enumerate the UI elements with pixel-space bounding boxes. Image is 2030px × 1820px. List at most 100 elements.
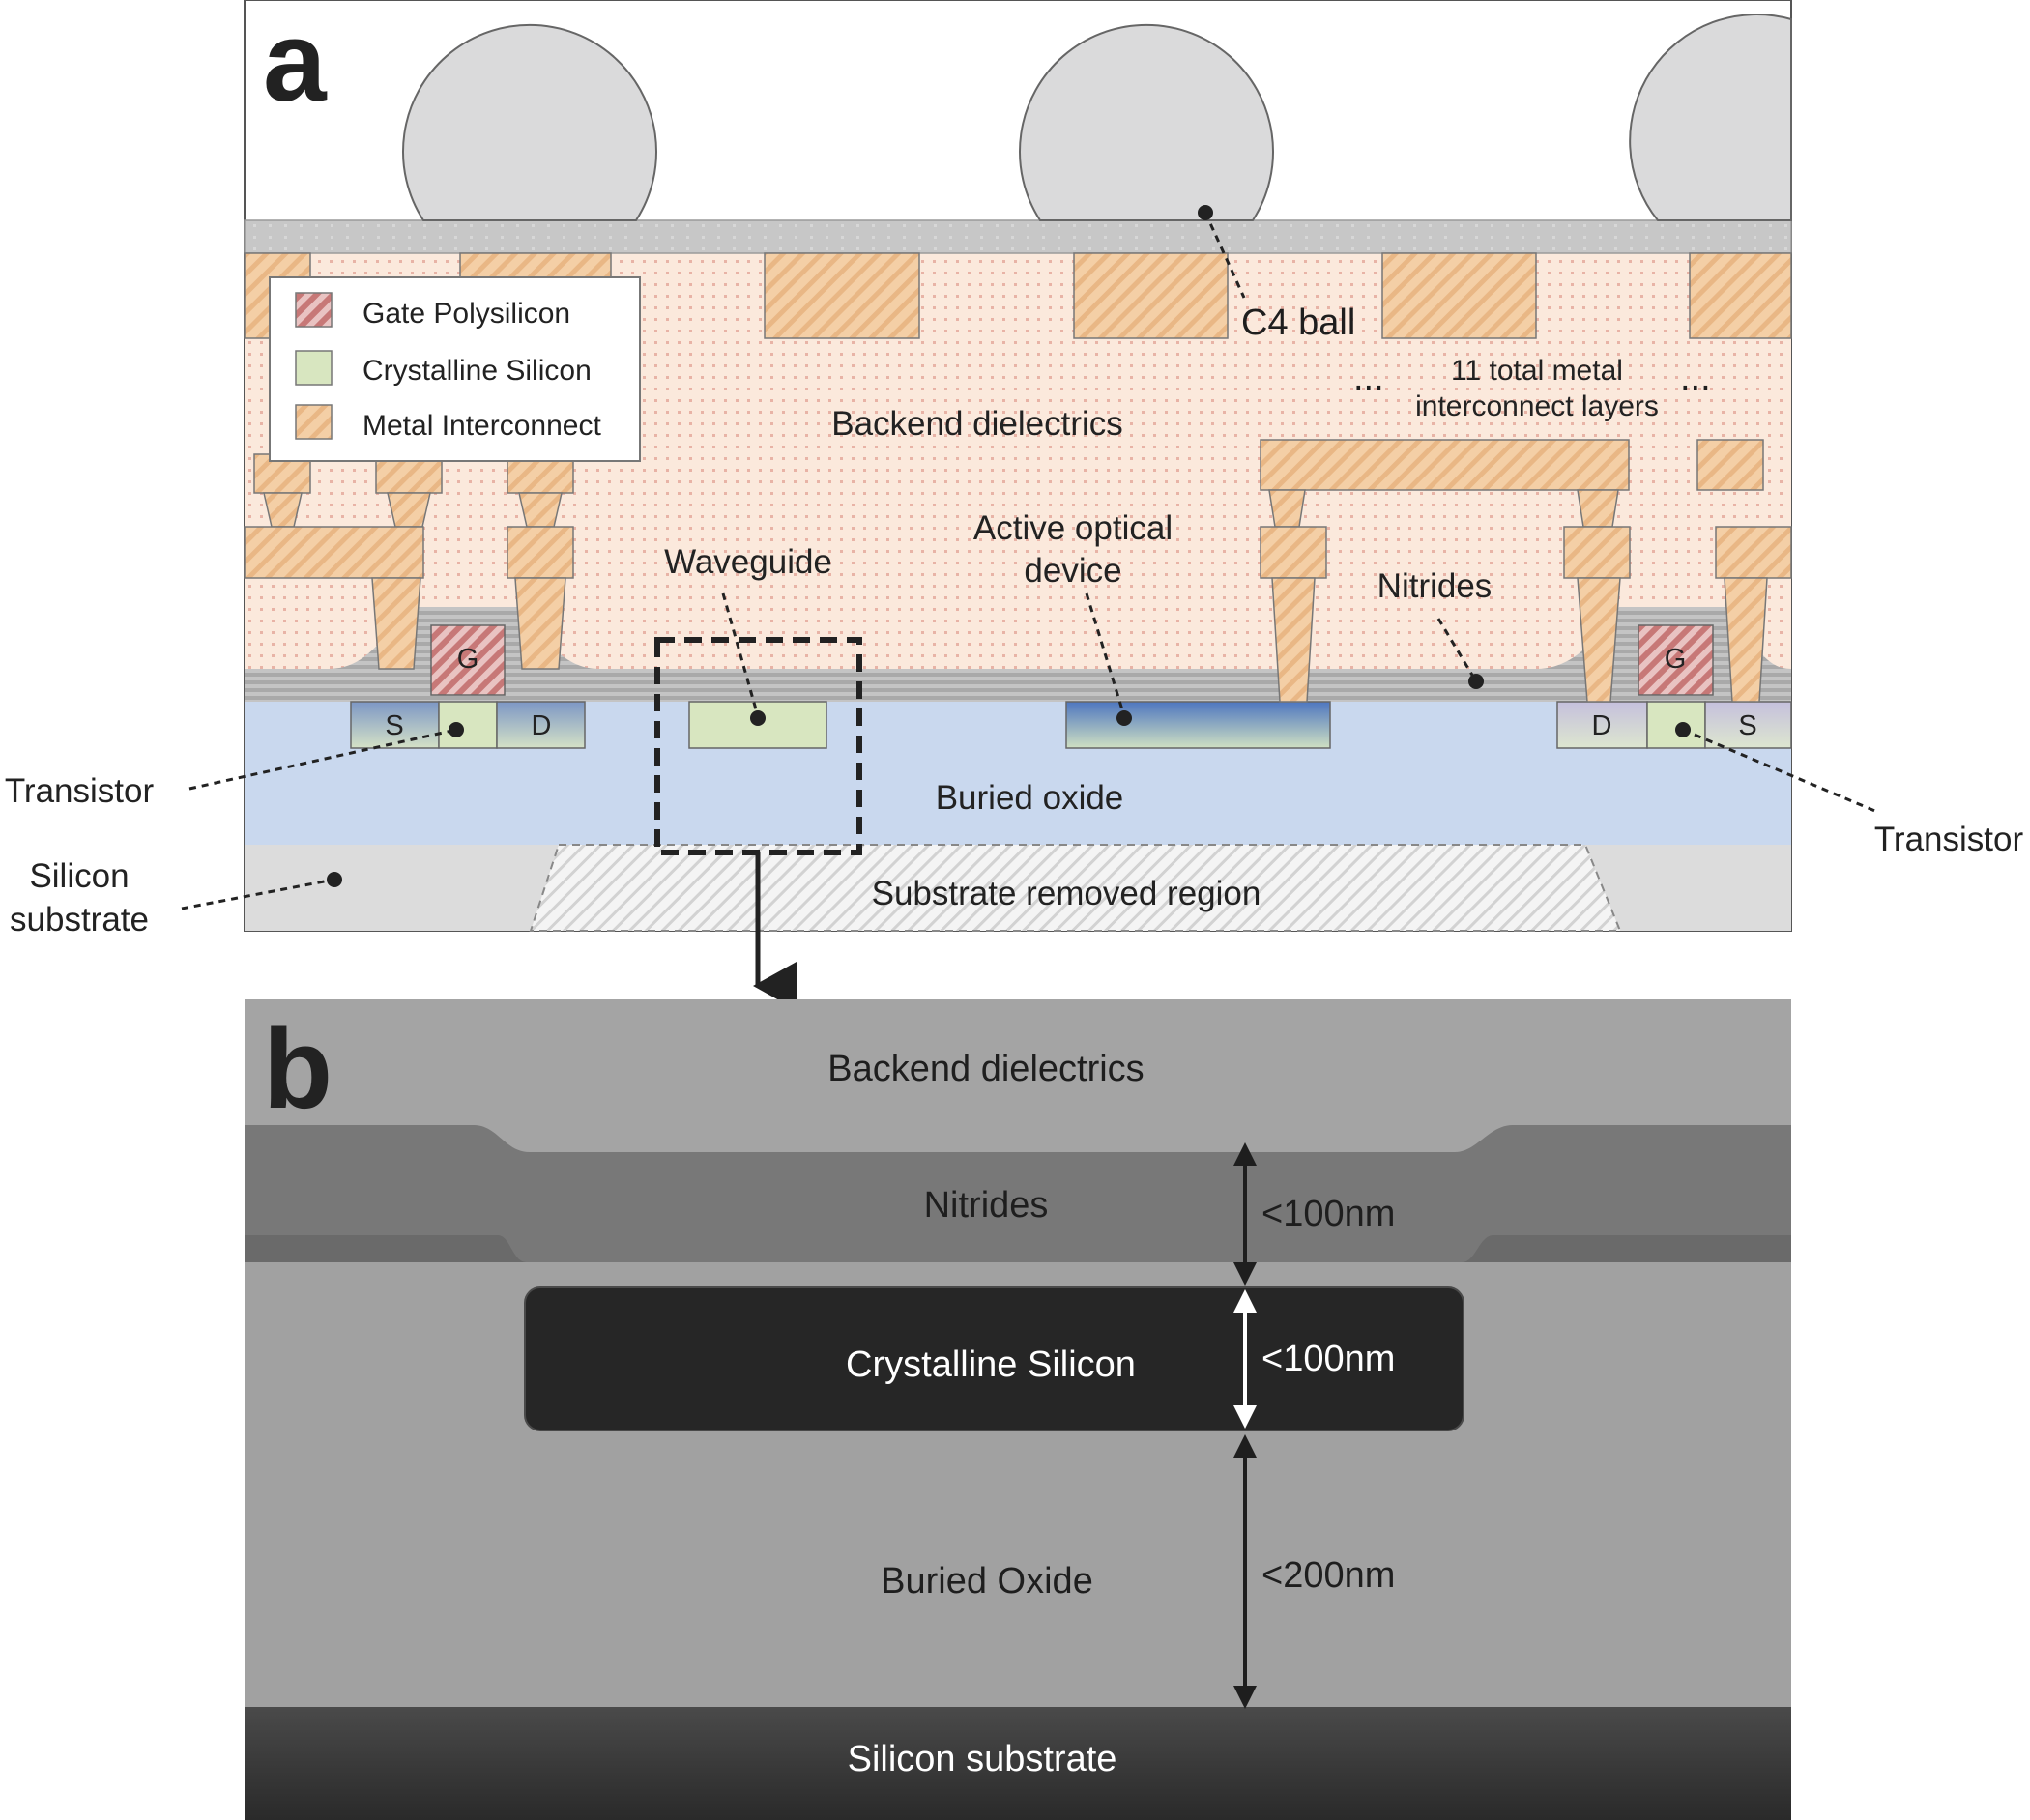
c4-ball bbox=[1629, 14, 1792, 221]
arrowhead bbox=[1233, 1262, 1257, 1286]
panel-a-letter: a bbox=[263, 0, 328, 126]
c4-ball-label: C4 ball bbox=[1241, 303, 1355, 343]
source-letter-left: S bbox=[385, 710, 403, 741]
metal-via bbox=[1577, 489, 1619, 528]
nitride-dimension-label: <100nm bbox=[1262, 1194, 1395, 1234]
metal-line bbox=[1260, 439, 1630, 491]
nitride-layer bbox=[245, 607, 1791, 702]
tem-buried-oxide-label: Buried Oxide bbox=[881, 1561, 1093, 1602]
panel-b-letter: b bbox=[263, 1005, 333, 1133]
tem-crystalline-silicon-label: Crystalline Silicon bbox=[846, 1344, 1136, 1385]
gate-letter-right: G bbox=[1665, 644, 1687, 675]
gate-letter-left: G bbox=[457, 644, 479, 675]
transistor-right-gate bbox=[1638, 624, 1714, 696]
transistor-right-label: Transistor bbox=[1874, 821, 2024, 858]
transistor-right-channel bbox=[1646, 701, 1706, 749]
silicon-substrate-label-line1: Silicon bbox=[29, 857, 129, 895]
leader-dot bbox=[1198, 205, 1213, 220]
arrowhead bbox=[1233, 1686, 1257, 1709]
buried-oxide-label: Buried oxide bbox=[936, 779, 1124, 817]
source-letter-right: S bbox=[1738, 710, 1756, 741]
csi-dimension-label: <100nm bbox=[1262, 1339, 1395, 1379]
leader-silicon-substrate bbox=[181, 878, 335, 910]
leader-active-optical bbox=[1085, 592, 1126, 717]
substrate-removed-label: Substrate removed region bbox=[872, 875, 1262, 912]
transistor-right-source bbox=[1704, 701, 1792, 749]
metal-via bbox=[514, 577, 566, 670]
leader-dot bbox=[1468, 674, 1484, 689]
metal-line bbox=[1563, 526, 1631, 579]
legend-metal-label: Metal Interconnect bbox=[362, 410, 601, 442]
box-dimension-label: <200nm bbox=[1262, 1555, 1395, 1596]
waveguide-label: Waveguide bbox=[664, 543, 832, 581]
tem-crystalline-silicon bbox=[524, 1286, 1464, 1431]
active-optical-label-line2: device bbox=[1024, 552, 1121, 590]
tem-nitride-layer bbox=[245, 1125, 1791, 1262]
metal-via bbox=[387, 492, 431, 528]
crystalline-silicon-swatch bbox=[295, 350, 333, 386]
panel-b: b Backend dielectrics Nitrides Crystalli… bbox=[245, 999, 1791, 1820]
leader-transistor-right bbox=[1682, 728, 1878, 814]
leader-transistor-left bbox=[188, 728, 457, 791]
metal-via bbox=[1577, 577, 1621, 703]
legend: Gate Polysilicon Crystalline Silicon Met… bbox=[269, 276, 641, 462]
metal-via bbox=[1271, 577, 1316, 703]
panel-a: Gate Polysilicon Crystalline Silicon Met… bbox=[5, 0, 2024, 1010]
silicon-substrate-label-line2: substrate bbox=[10, 901, 149, 939]
metal-layers-label-line2: interconnect layers bbox=[1415, 390, 1659, 422]
transistor-right-drain bbox=[1556, 701, 1648, 749]
metal-via bbox=[1724, 577, 1768, 703]
tem-backend-dielectrics-label: Backend dielectrics bbox=[827, 1049, 1144, 1089]
c4-ball bbox=[1019, 23, 1274, 221]
tem-silicon-substrate bbox=[245, 1707, 1791, 1820]
leader-dot bbox=[750, 710, 766, 726]
tem-nitrides-label: Nitrides bbox=[924, 1185, 1049, 1226]
dimension-arrows bbox=[1233, 1142, 1257, 1709]
arrowhead bbox=[1233, 1289, 1257, 1313]
metal-via bbox=[518, 492, 563, 528]
top-passivation-layer bbox=[244, 219, 1792, 254]
tem-silicon-substrate-label: Silicon substrate bbox=[848, 1739, 1117, 1779]
nitrides-label: Nitrides bbox=[1378, 567, 1493, 605]
arrowhead bbox=[1233, 1405, 1257, 1429]
active-optical-label-line1: Active optical bbox=[973, 509, 1173, 547]
legend-csi-label: Crystalline Silicon bbox=[362, 355, 592, 387]
ellipsis-right: ... bbox=[1680, 358, 1711, 398]
transistor-left-label: Transistor bbox=[5, 772, 155, 810]
metal-pad bbox=[1689, 252, 1792, 339]
metal-interconnect-stack bbox=[244, 252, 1792, 703]
arrowhead bbox=[1233, 1142, 1257, 1166]
legend-gate-label: Gate Polysilicon bbox=[362, 298, 570, 330]
drain-letter-left: D bbox=[532, 710, 552, 741]
drain-letter-right: D bbox=[1592, 710, 1612, 741]
metal-pad bbox=[1381, 252, 1537, 339]
leader-dots bbox=[327, 205, 1691, 887]
metal-via bbox=[1268, 489, 1306, 528]
metal-line bbox=[1260, 526, 1327, 579]
metal-line bbox=[1696, 439, 1764, 491]
active-optical-device bbox=[1065, 701, 1331, 749]
arrowhead bbox=[1233, 1434, 1257, 1458]
backend-dielectrics-label: Backend dielectrics bbox=[831, 405, 1123, 443]
metal-line bbox=[1715, 526, 1792, 579]
c4-ball bbox=[402, 23, 657, 221]
leader-dot bbox=[327, 872, 342, 887]
c4-balls bbox=[402, 14, 1792, 221]
leader-dot bbox=[449, 722, 464, 737]
metal-pad bbox=[1073, 252, 1229, 339]
leader-dot bbox=[1116, 710, 1132, 726]
leader-dot bbox=[1675, 722, 1691, 737]
metal-interconnect-swatch bbox=[295, 404, 333, 440]
transistor-left-drain bbox=[496, 701, 586, 749]
transistor-left-source bbox=[350, 701, 440, 749]
metal-via bbox=[371, 577, 421, 670]
gate-polysilicon-swatch bbox=[295, 292, 333, 328]
ellipsis-left: ... bbox=[1353, 358, 1384, 398]
metal-line bbox=[507, 526, 574, 579]
metal-line bbox=[244, 526, 424, 579]
metal-layers-label-line1: 11 total metal bbox=[1451, 355, 1623, 387]
metal-pad bbox=[764, 252, 920, 339]
substrate-removed-region bbox=[529, 844, 1622, 932]
transistor-left-channel bbox=[438, 701, 498, 749]
